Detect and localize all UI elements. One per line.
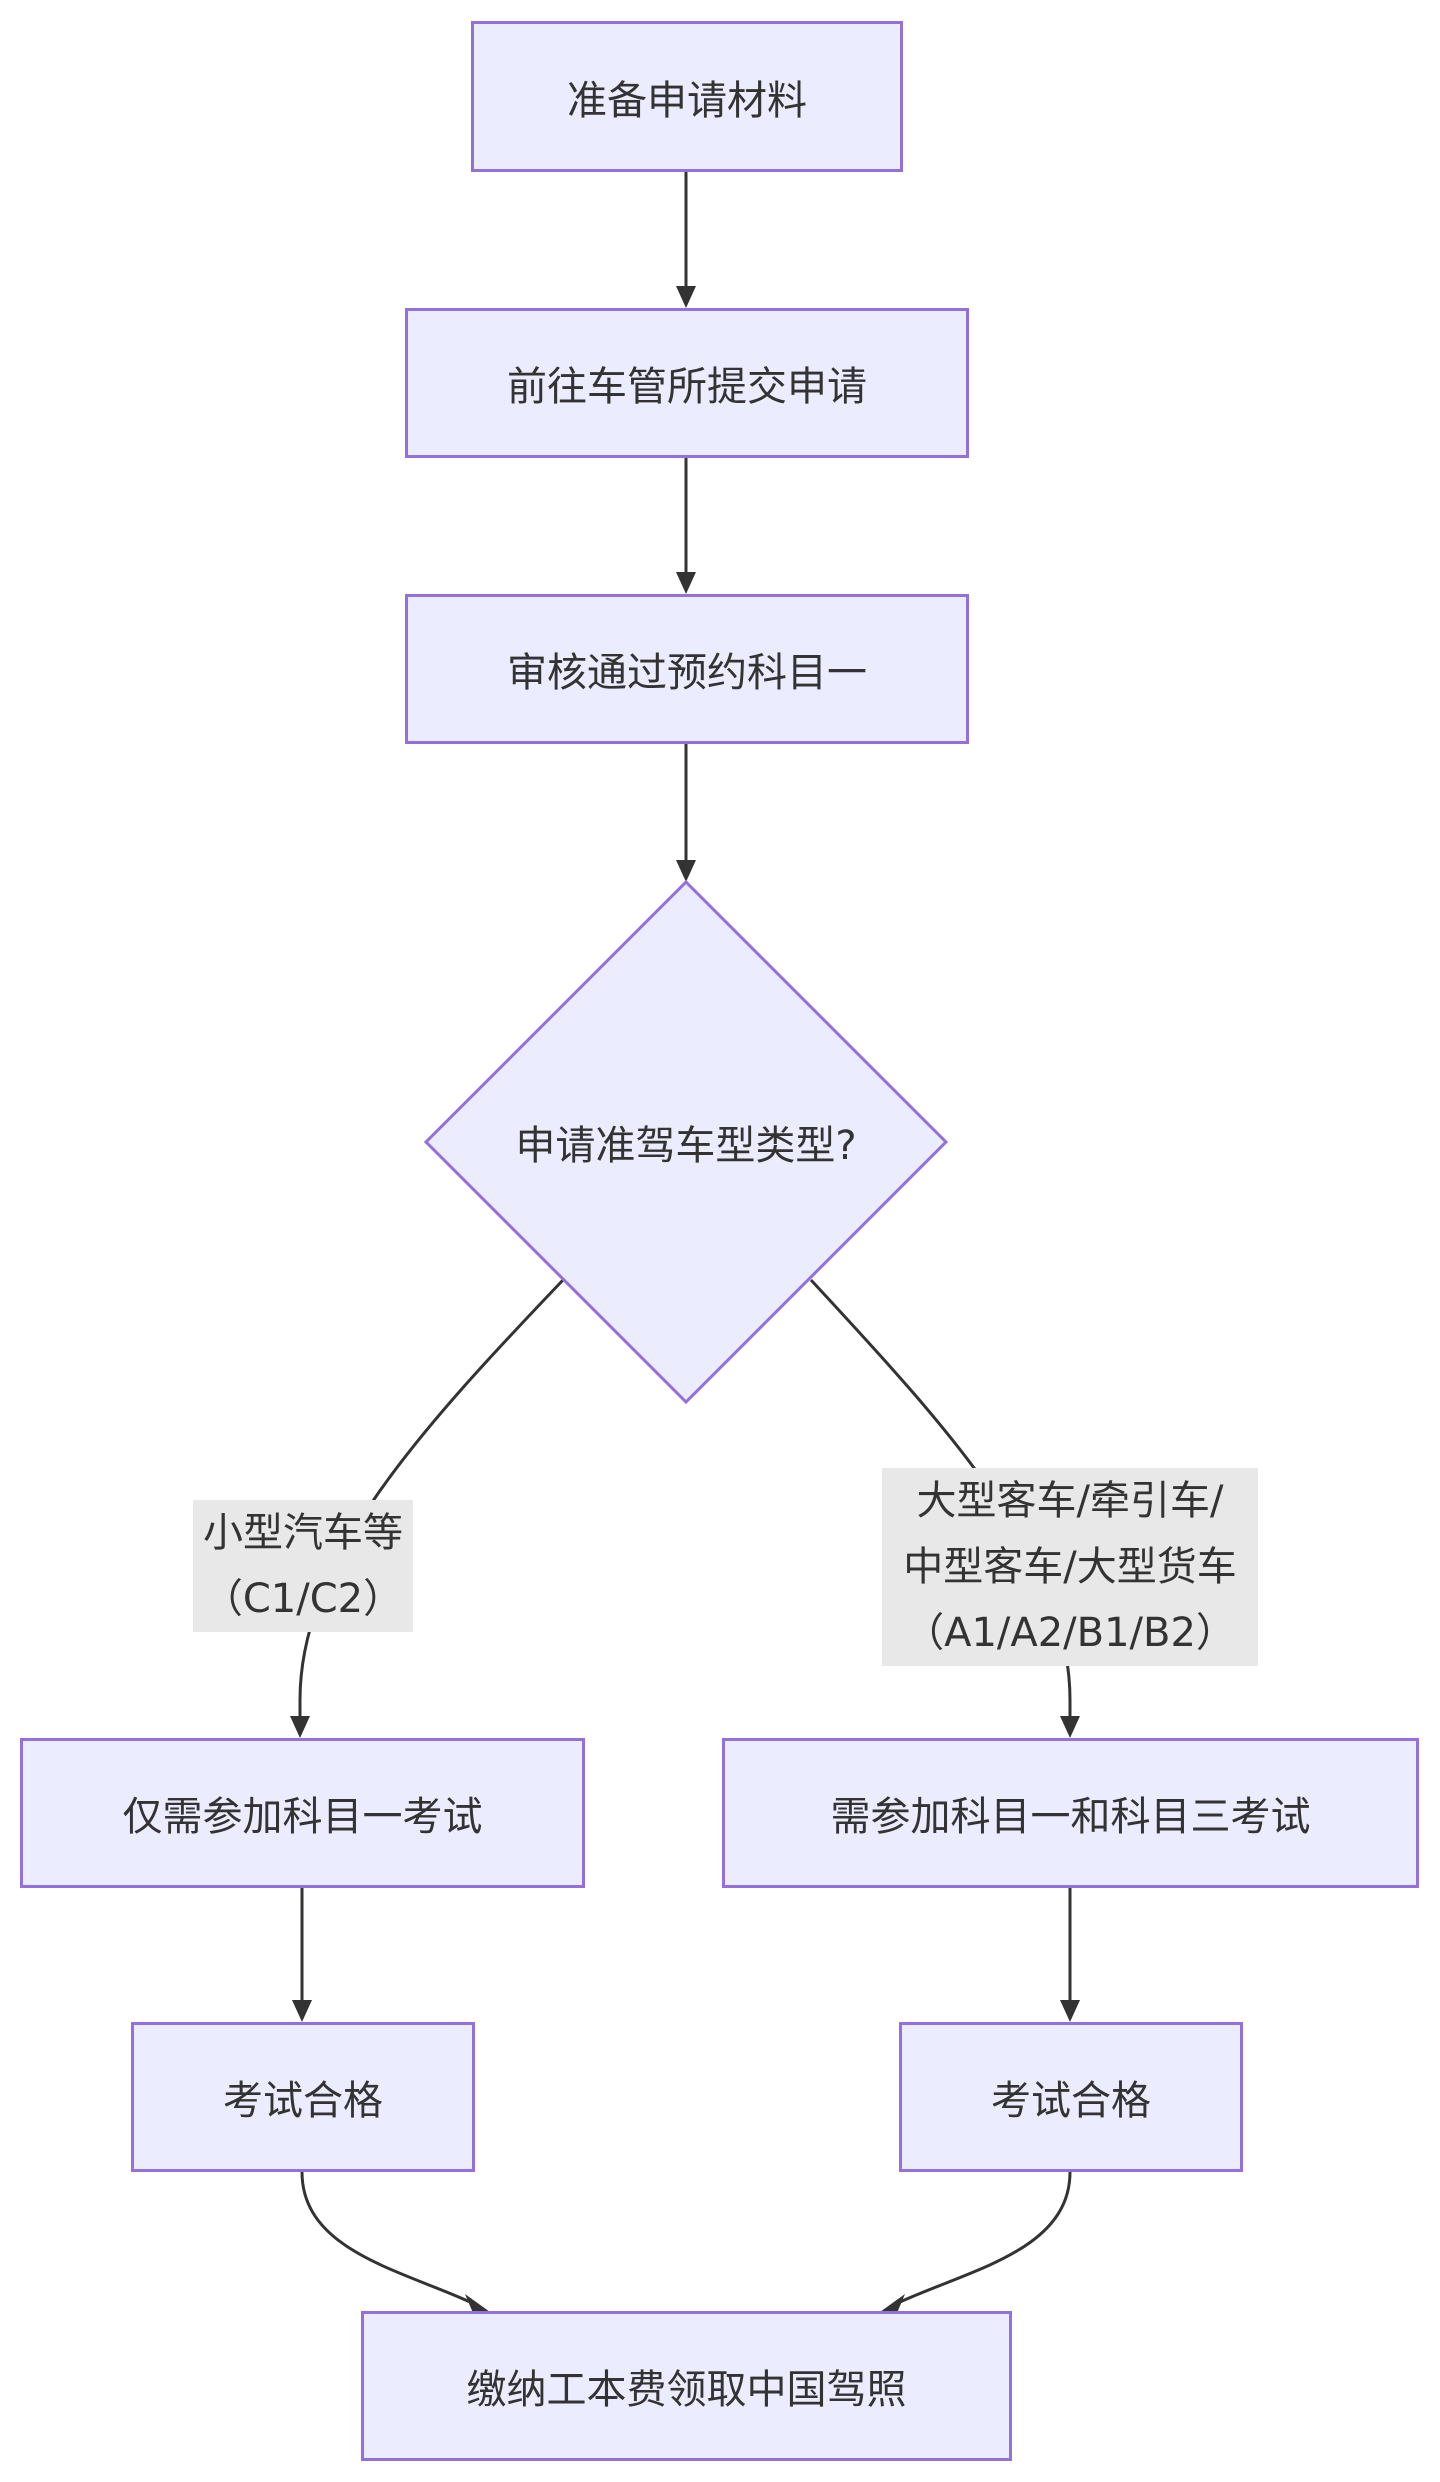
- node-right-exam-label: 需参加科目一和科目三考试: [830, 1794, 1311, 1840]
- node-left-pass: 考试合格: [131, 2022, 475, 2172]
- arrowhead-left-pass: [292, 2000, 312, 2022]
- arrowhead-right-exam: [1060, 1716, 1080, 1738]
- node-right-pass-label: 考试合格: [991, 2078, 1151, 2124]
- edge-right-pass-to-final: [899, 2171, 1072, 2304]
- node-left-exam: 仅需参加科目一考试: [20, 1738, 585, 1888]
- edge-decision-to-left-exam: [298, 1278, 565, 1716]
- node-left-pass-label: 考试合格: [223, 2078, 383, 2124]
- arrowhead-final-left: [465, 2294, 490, 2313]
- arrowhead-final-right: [880, 2294, 905, 2313]
- edge-label-right-line1: 大型客车/牵引车/: [916, 1478, 1224, 1524]
- decision-label-text: 申请准驾车型类型?: [515, 1123, 857, 1169]
- edge-label-left-line2: （C1/C2）: [202, 1576, 404, 1622]
- edge-label-right-line3: （A1/A2/B1/B2）: [904, 1610, 1236, 1656]
- node-final-label: 缴纳工本费领取中国驾照: [466, 2367, 907, 2413]
- node-final: 缴纳工本费领取中国驾照: [361, 2311, 1012, 2461]
- node-submit: 前往车管所提交申请: [405, 308, 969, 458]
- edge-label-left-line1: 小型汽车等: [203, 1510, 403, 1556]
- node-review-label: 审核通过预约科目一: [507, 650, 867, 696]
- node-right-pass: 考试合格: [899, 2022, 1243, 2172]
- decision-diamond: [423, 879, 949, 1405]
- edge-label-right: 大型客车/牵引车/ 中型客车/大型货车 （A1/A2/B1/B2）: [882, 1468, 1258, 1666]
- arrowhead-decision: [676, 860, 696, 882]
- node-right-exam: 需参加科目一和科目三考试: [722, 1738, 1419, 1888]
- node-prepare-label: 准备申请材料: [567, 77, 807, 124]
- node-review: 审核通过预约科目一: [405, 594, 969, 744]
- edge-label-left: 小型汽车等 （C1/C2）: [193, 1500, 413, 1632]
- arrowhead-review: [676, 572, 696, 594]
- edge-left-pass-to-final: [300, 2171, 471, 2304]
- node-decision-label: 申请准驾车型类型?: [486, 1092, 886, 1192]
- node-submit-label: 前往车管所提交申请: [507, 364, 867, 410]
- arrowhead-right-pass: [1060, 2000, 1080, 2022]
- arrowhead-left-exam: [290, 1716, 310, 1738]
- arrowhead-submit: [676, 286, 696, 308]
- node-prepare: 准备申请材料: [471, 21, 903, 172]
- edge-label-right-line2: 中型客车/大型货车: [903, 1544, 1237, 1590]
- node-left-exam-label: 仅需参加科目一考试: [122, 1794, 483, 1840]
